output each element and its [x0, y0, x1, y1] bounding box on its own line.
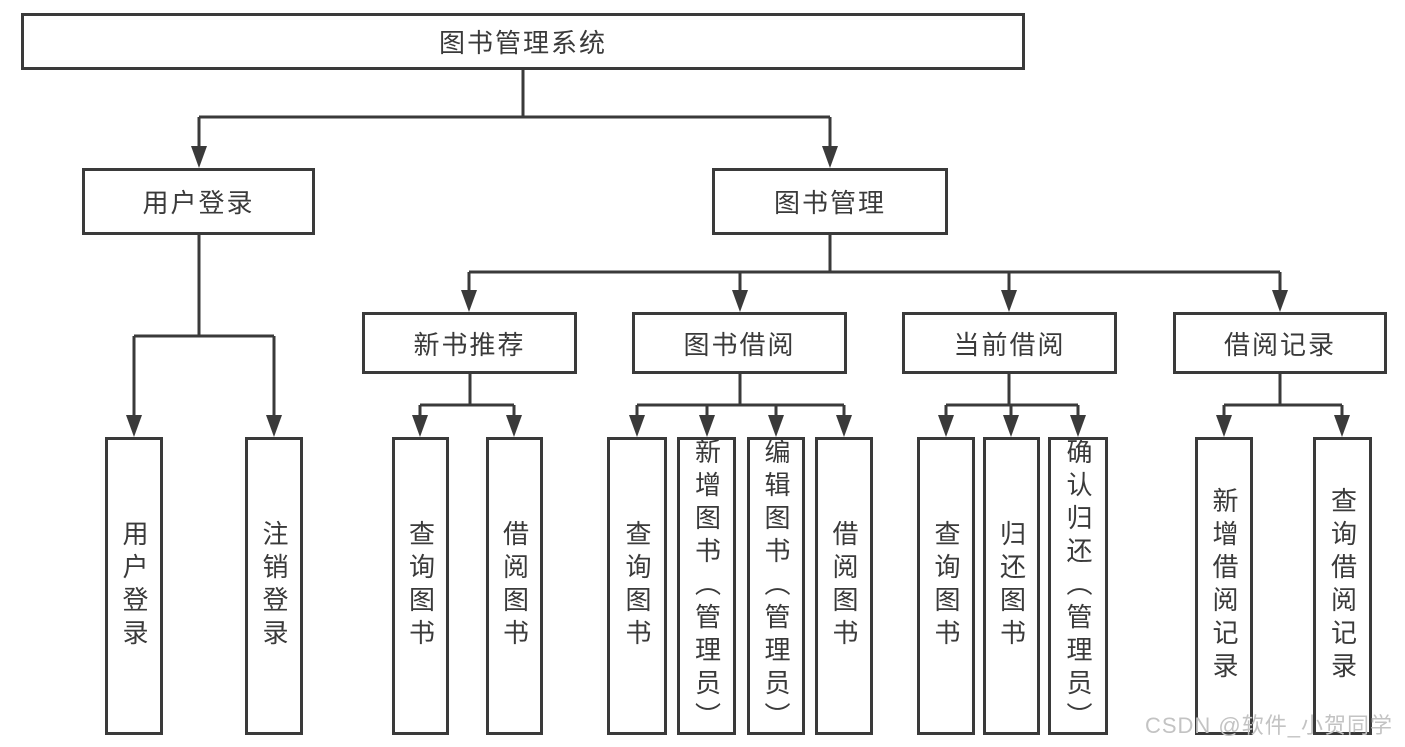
leaf-borrowing-query-books-label: 查询图书: [622, 520, 652, 652]
leaf-borrowing-borrow-books-label: 借阅图书: [829, 520, 859, 652]
node-borrowing-records-label: 借阅记录: [1223, 329, 1336, 360]
leaf-current-return-books: 归还图书: [983, 437, 1040, 735]
node-root-label: 图书管理系统: [438, 28, 607, 58]
node-book-management-label: 图书管理: [773, 188, 886, 218]
leaf-current-confirm-return-label: 确认归还（管理员）: [1063, 437, 1093, 735]
node-book-management: 图书管理: [712, 168, 948, 235]
leaf-user-login: 用户登录: [105, 437, 163, 735]
leaf-logout-login-label: 注销登录: [259, 520, 289, 652]
node-book-borrowing: 图书借阅: [632, 312, 847, 374]
leaf-current-return-books-label: 归还图书: [996, 520, 1027, 652]
leaf-current-confirm-return: 确认归还（管理员）: [1048, 437, 1108, 735]
leaf-newrec-query-books: 查询图书: [392, 437, 449, 735]
leaf-borrowing-add-books-label: 新增图书（管理员）: [691, 437, 722, 735]
leaf-records-query-record-label: 查询借阅记录: [1327, 487, 1358, 685]
leaf-records-add-record: 新增借阅记录: [1195, 437, 1253, 735]
node-new-book-recommend-label: 新书推荐: [413, 329, 526, 360]
node-user-login-label: 用户登录: [142, 188, 255, 218]
node-book-borrowing-label: 图书借阅: [683, 329, 796, 360]
leaf-newrec-query-books-label: 查询图书: [405, 520, 436, 652]
leaf-records-add-record-label: 新增借阅记录: [1209, 487, 1239, 685]
leaf-borrowing-borrow-books: 借阅图书: [815, 437, 873, 735]
node-root-system: 图书管理系统: [21, 13, 1025, 70]
leaf-user-login-label: 用户登录: [119, 520, 149, 652]
leaf-borrowing-query-books: 查询图书: [607, 437, 667, 735]
leaf-current-query-books-label: 查询图书: [931, 520, 961, 652]
leaf-logout-login: 注销登录: [245, 437, 303, 735]
leaf-borrowing-edit-books-label: 编辑图书（管理员）: [761, 437, 791, 735]
node-current-borrowing-label: 当前借阅: [953, 329, 1066, 360]
node-current-borrowing: 当前借阅: [902, 312, 1117, 374]
csdn-watermark: CSDN @软件_小贺同学: [1144, 713, 1393, 738]
leaf-borrowing-add-books: 新增图书（管理员）: [677, 437, 736, 735]
leaf-newrec-borrow-books: 借阅图书: [486, 437, 543, 735]
leaf-newrec-borrow-books-label: 借阅图书: [499, 520, 530, 652]
leaf-borrowing-edit-books: 编辑图书（管理员）: [747, 437, 805, 735]
node-borrowing-records: 借阅记录: [1173, 312, 1387, 374]
leaf-records-query-record: 查询借阅记录: [1313, 437, 1372, 735]
leaf-current-query-books: 查询图书: [917, 437, 975, 735]
node-user-login: 用户登录: [82, 168, 315, 235]
node-new-book-recommend: 新书推荐: [362, 312, 577, 374]
